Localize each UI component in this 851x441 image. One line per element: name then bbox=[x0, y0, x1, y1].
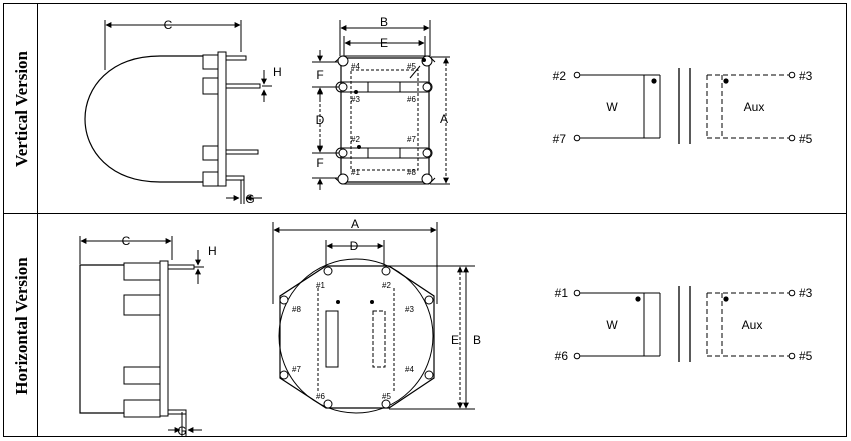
vertical-dim-f-top-label: F bbox=[316, 68, 323, 82]
terminal-label-4: #4 bbox=[405, 365, 414, 374]
hole bbox=[422, 82, 432, 92]
row-label-vertical: Vertical Version bbox=[12, 50, 31, 167]
horizontal-dim-c-label: C bbox=[122, 234, 131, 248]
hole bbox=[323, 266, 333, 276]
hole bbox=[279, 370, 289, 380]
hole bbox=[424, 370, 434, 380]
schematic-secondary-label: Aux bbox=[744, 100, 765, 114]
polarity-dot bbox=[357, 145, 361, 149]
terminal-label-4: #4 bbox=[351, 62, 360, 71]
vertical-dim-d-label: D bbox=[316, 113, 325, 127]
terminal-label-1: #1 bbox=[351, 168, 360, 177]
schematic-left-bottom: #7 bbox=[553, 132, 567, 146]
schematic-primary-label: W bbox=[606, 318, 618, 332]
horizontal-dim-e-label: E bbox=[451, 333, 459, 347]
terminal-label-6: #6 bbox=[407, 95, 416, 104]
vertical-dim-f-bottom-label: F bbox=[316, 156, 323, 170]
table-grid bbox=[3, 3, 847, 437]
schematic-secondary-label: Aux bbox=[742, 318, 763, 332]
hole bbox=[337, 55, 349, 67]
schematic-right-bottom: #5 bbox=[799, 349, 813, 363]
schematic-right-bottom: #5 bbox=[799, 132, 813, 146]
terminal-label-7: #7 bbox=[292, 365, 301, 374]
terminal-connector bbox=[788, 134, 796, 142]
polarity-dot bbox=[422, 58, 426, 62]
hole bbox=[323, 399, 333, 409]
terminal-connector bbox=[788, 71, 796, 79]
schematic-right-top: #3 bbox=[799, 286, 813, 300]
vertical-dim-e-label: E bbox=[380, 36, 388, 50]
vertical-dim-h-label: H bbox=[273, 65, 282, 79]
vertical-dim-b-label: B bbox=[380, 15, 388, 29]
terminal-label-5: #5 bbox=[407, 62, 416, 71]
terminal-label-2: #2 bbox=[382, 281, 391, 290]
terminal-label-5: #5 bbox=[382, 392, 391, 401]
horizontal-schematic bbox=[580, 286, 789, 362]
schematic-left-top: #1 bbox=[555, 286, 569, 300]
polarity-dot bbox=[723, 296, 729, 302]
terminal-label-7: #7 bbox=[407, 135, 416, 144]
horizontal-dim-d-label: D bbox=[350, 239, 359, 253]
polarity-dot bbox=[354, 90, 358, 94]
vertical-side-view bbox=[84, 20, 272, 204]
polarity-dot bbox=[651, 78, 657, 84]
vertical-dim-a-label: A bbox=[440, 112, 448, 126]
polarity-dot bbox=[723, 78, 729, 84]
horizontal-dim-g-label: G bbox=[177, 424, 186, 438]
schematic-left-bottom: #6 bbox=[555, 349, 569, 363]
terminal-connector bbox=[788, 352, 796, 360]
horizontal-dim-h-label: H bbox=[208, 244, 217, 258]
polarity-dot bbox=[635, 296, 641, 302]
hole bbox=[421, 173, 433, 185]
hole bbox=[279, 295, 289, 305]
polarity-dot bbox=[370, 300, 374, 304]
terminal-label-8: #8 bbox=[407, 168, 416, 177]
vertical-dim-c-label: C bbox=[164, 18, 173, 32]
terminal-connector bbox=[573, 352, 581, 360]
hole bbox=[338, 82, 348, 92]
hole bbox=[422, 148, 432, 158]
horizontal-dim-a-label: A bbox=[351, 217, 359, 231]
vertical-schematic bbox=[580, 68, 789, 144]
terminal-label-2: #2 bbox=[351, 135, 360, 144]
horizontal-mounting-holes bbox=[279, 266, 434, 409]
hole bbox=[337, 173, 349, 185]
polarity-dot bbox=[336, 300, 340, 304]
terminal-label-6: #6 bbox=[316, 392, 325, 401]
schematic-primary-label: W bbox=[606, 100, 618, 114]
row-label-horizontal: Horizontal Version bbox=[12, 257, 31, 395]
terminal-label-1: #1 bbox=[316, 281, 325, 290]
terminal-connector bbox=[573, 289, 581, 297]
terminal-connector bbox=[573, 71, 581, 79]
terminal-label-3: #3 bbox=[351, 95, 360, 104]
terminal-label-3: #3 bbox=[405, 305, 414, 314]
terminal-connector bbox=[788, 289, 796, 297]
horizontal-top-view bbox=[272, 222, 475, 414]
terminal-connector bbox=[573, 134, 581, 142]
schematic-right-top: #3 bbox=[799, 69, 813, 83]
hole bbox=[338, 148, 348, 158]
horizontal-side-view bbox=[79, 236, 204, 436]
hole bbox=[381, 399, 391, 409]
hole bbox=[424, 295, 434, 305]
terminal-label-8: #8 bbox=[292, 305, 301, 314]
horizontal-dim-b-label: B bbox=[473, 333, 481, 347]
hole bbox=[381, 266, 391, 276]
vertical-dim-g-label: G bbox=[245, 192, 254, 206]
schematic-left-top: #2 bbox=[553, 69, 567, 83]
